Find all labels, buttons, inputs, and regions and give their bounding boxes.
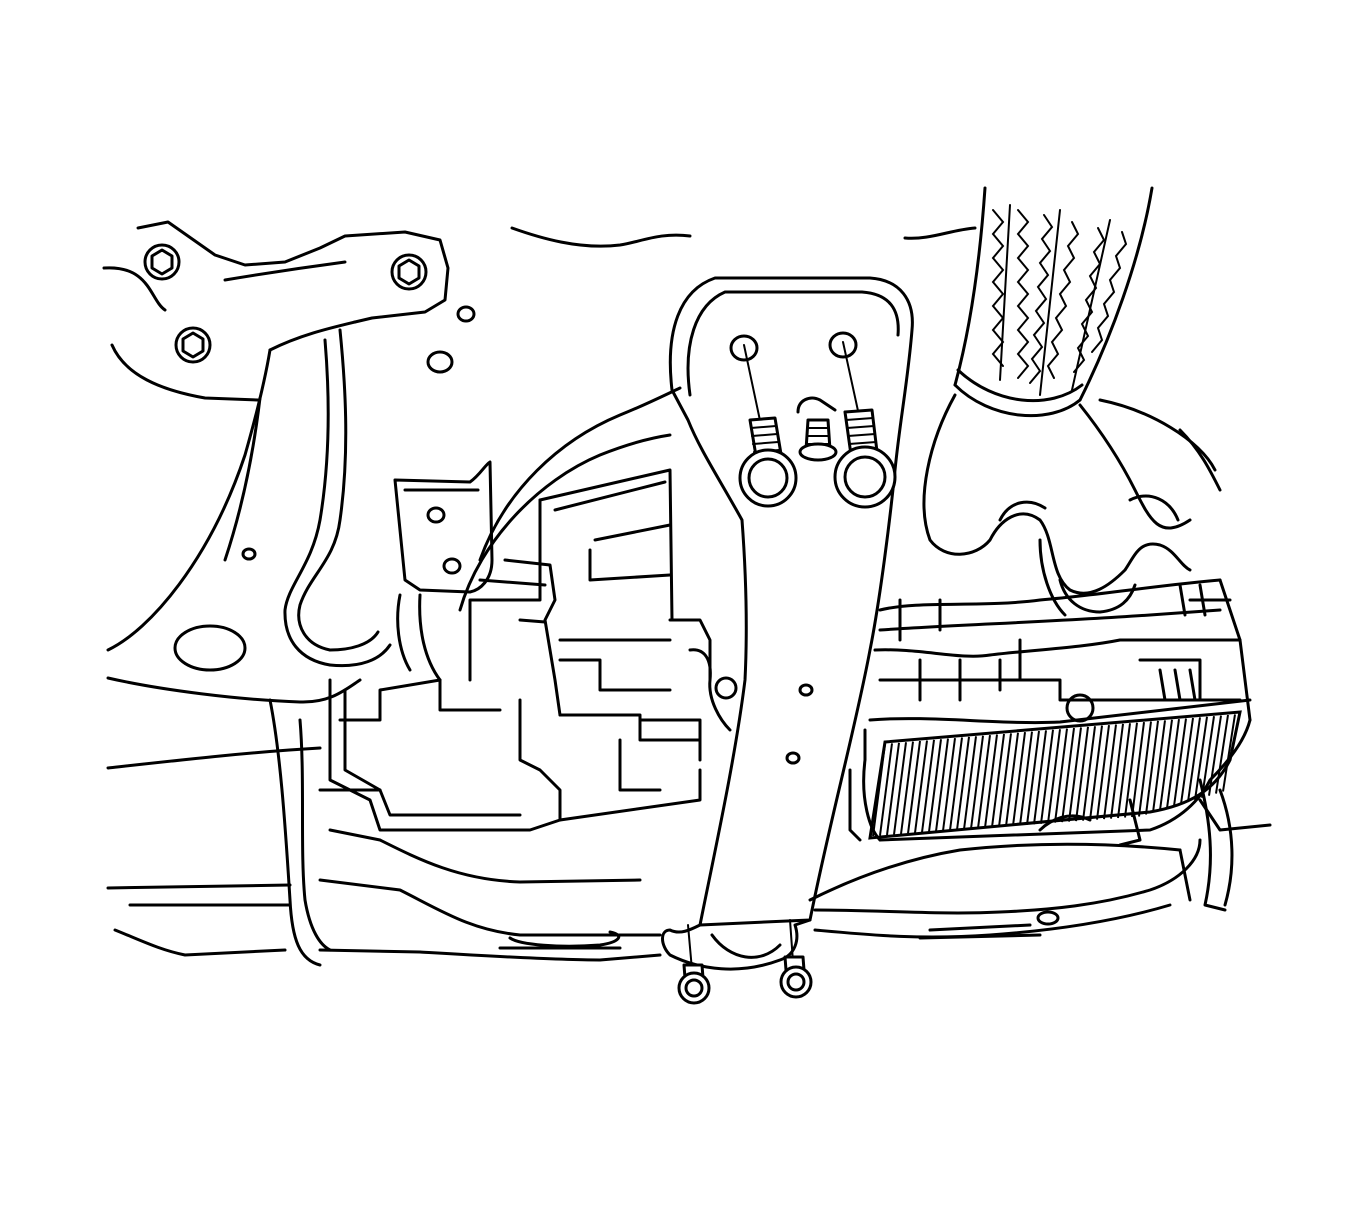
exhaust-flex-pipe: [953, 186, 1154, 418]
brace-bolt-left: [738, 344, 798, 508]
brace-bolt-right: [833, 341, 897, 509]
subframe-holes: [173, 305, 476, 672]
subframe-bolt-1: [143, 243, 181, 281]
support-brace: [661, 276, 914, 971]
oil-pan-hatch: [868, 710, 1242, 840]
subframe-bolt-3: [390, 253, 428, 291]
body-panel-outline: [510, 226, 1222, 492]
mount-bracket: [393, 460, 494, 682]
subframe-left: [102, 220, 450, 770]
subframe-bolt-2: [174, 326, 212, 364]
exhaust-manifold: [922, 393, 1192, 617]
brace-bolt-lower-right: [779, 919, 813, 999]
transmission-case: [328, 386, 732, 832]
stud: [796, 396, 838, 462]
brace-bolt-lower-left: [677, 924, 711, 1005]
oil-pan: [848, 578, 1252, 842]
lower-body: [106, 698, 1272, 967]
